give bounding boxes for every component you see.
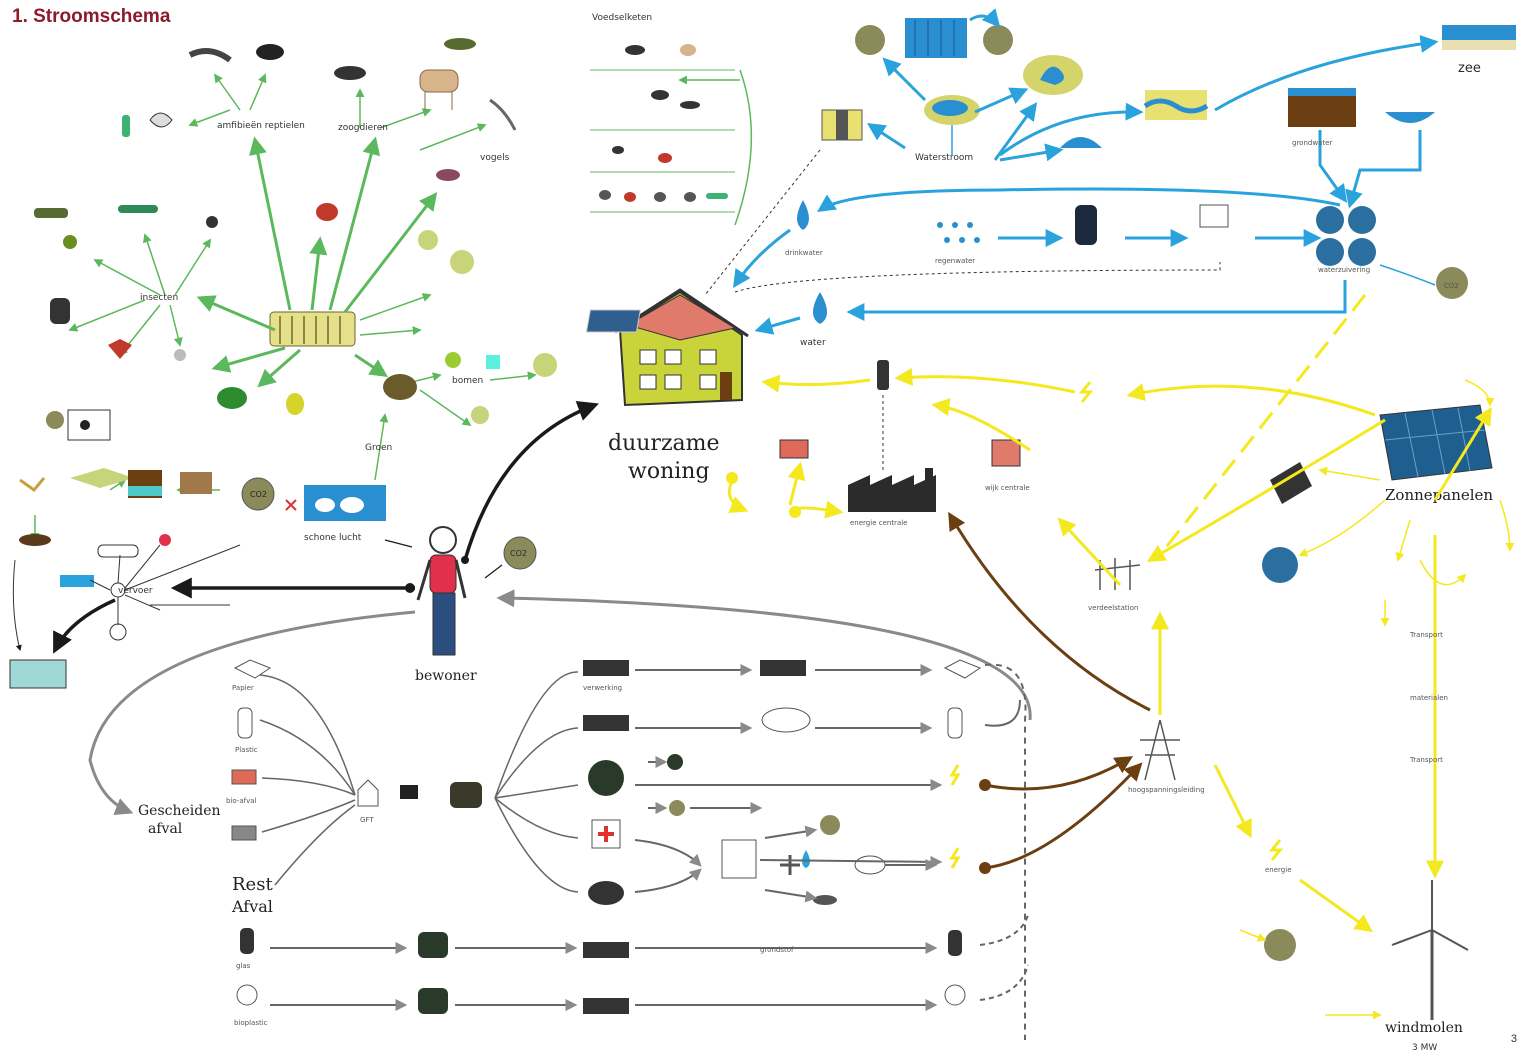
waterstroom-label: Waterstroom: [915, 153, 973, 163]
gescheiden-afval-label-1: Gescheiden: [138, 803, 221, 819]
page-number: 3: [1510, 1033, 1517, 1045]
amfibieen-reptielen-label: amfibieën reptielen: [217, 121, 305, 131]
gescheiden-afval-label-2: afval: [148, 821, 183, 837]
woning-label: woning: [628, 459, 710, 484]
drinkwater-label: drinkwater: [785, 249, 823, 257]
papier-label: Papier: [232, 684, 254, 692]
bioplastic-label: bioplastic: [234, 1019, 268, 1027]
vervoer-label: vervoer: [118, 586, 153, 596]
verwerking-label: verwerking: [583, 684, 622, 692]
waterzuivering-label: waterzuivering: [1318, 266, 1370, 274]
voedselketen-panel: Voedselketen: [590, 13, 753, 226]
water-label: water: [800, 338, 826, 348]
schone-lucht-label: schone lucht: [304, 533, 362, 543]
verdeelstation-label: verdeelstation: [1088, 604, 1138, 612]
bioafval-label: bio-afval: [226, 797, 257, 805]
ecology-section: CO2 amfibieën reptielen zoogdieren vogel…: [19, 38, 740, 546]
bewoner-label: bewoner: [415, 668, 477, 684]
energie-label: energie: [1265, 866, 1292, 874]
farm-strip: CO2: [19, 409, 386, 546]
grondwater-label: grondwater: [1292, 139, 1332, 147]
bird-icons: [436, 98, 517, 181]
windmolen-power-label: 3 MW: [1412, 1043, 1437, 1053]
groen-label: Groen: [365, 443, 392, 453]
pylon-icon: [1140, 719, 1180, 781]
transport-label-2: Transport: [1409, 756, 1443, 764]
regenwater-label: regenwater: [935, 257, 975, 265]
hoogspanningsleiding-label: hoogspanningsleiding: [1128, 786, 1205, 794]
forest-icon: [269, 311, 356, 347]
svg-text:CO2: CO2: [250, 490, 267, 499]
factory-icon: [848, 468, 936, 512]
glas-label: glas: [236, 962, 251, 970]
co2-label-person: CO2: [510, 549, 527, 558]
voedselketen-label: Voedselketen: [592, 13, 652, 23]
solar-panel-icon: [1379, 404, 1493, 481]
materialen-label: materialen: [1410, 694, 1448, 702]
transport-icons: vervoer: [9, 534, 241, 689]
zee-label: zee: [1458, 61, 1481, 76]
vogels-label: vogels: [480, 153, 510, 163]
bomen-label: bomen: [452, 376, 483, 386]
zoogdieren-label: zoogdieren: [338, 123, 388, 133]
grondstof-label: grondstof: [760, 946, 794, 954]
wijkcentrale-label: wijk centrale: [985, 484, 1030, 492]
reptile-icons: [122, 44, 284, 137]
windmolen-label: windmolen: [1385, 1020, 1463, 1036]
mammal-icons: [334, 38, 476, 110]
wind-turbine-icon: [1391, 880, 1469, 1020]
waste-section: Gescheiden afval Rest Afval Papier Plast…: [88, 589, 1032, 1040]
duurzame-label: duurzame: [608, 431, 720, 456]
house-icon: [585, 288, 749, 407]
transport-label-1: Transport: [1409, 631, 1443, 639]
water-section: Waterstroom zee water grondwater drinkwa…: [704, 8, 1516, 348]
person-icon: [416, 526, 467, 656]
energiecentrale-label: energie centrale: [850, 519, 907, 527]
rest-afval-label-2: Afval: [231, 897, 273, 916]
plastic-label: Plastic: [235, 746, 258, 754]
co2-label-water: CO2: [1444, 282, 1459, 290]
rest-afval-label-1: Rest: [232, 874, 273, 895]
insecten-label: insecten: [140, 293, 178, 303]
page-title: 1. Stroomschema: [12, 6, 171, 27]
energy-section: Zonnepanelen windmolen 3 MW hoogspanning…: [726, 294, 1515, 1053]
insect-icons: [34, 203, 557, 424]
gft-label: GFT: [360, 816, 374, 824]
